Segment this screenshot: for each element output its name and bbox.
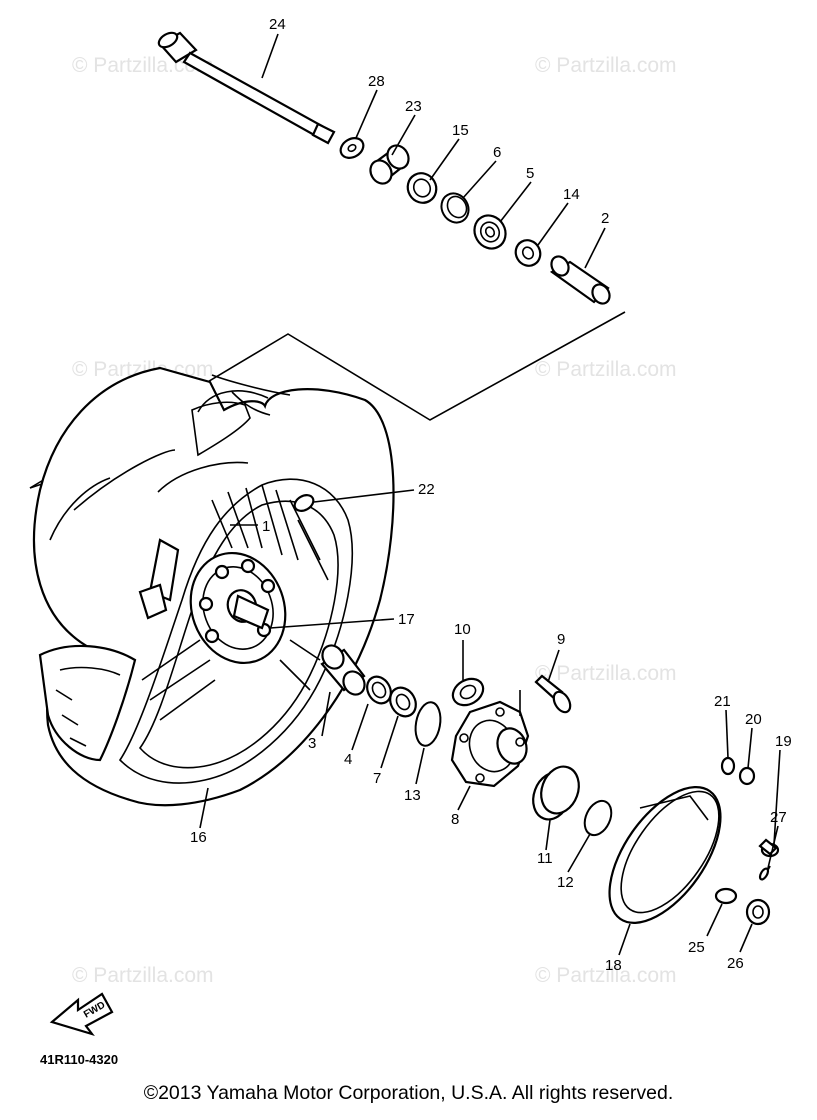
valve-22 [293, 494, 315, 512]
nut-20 [738, 766, 756, 786]
bearing-11 [532, 765, 580, 821]
nut-26 [745, 898, 771, 926]
leader-lines [199, 33, 781, 956]
callout-1: 1 [262, 518, 270, 535]
bearing-5 [473, 214, 507, 250]
part-callouts: 24 28 23 15 6 5 14 2 22 1 17 10 9 3 4 7 … [190, 16, 792, 974]
callout-15: 15 [452, 122, 469, 139]
plain-washer-21 [720, 756, 736, 776]
watermark-2: © Partzilla.com [535, 54, 677, 77]
callout-25: 25 [688, 939, 705, 956]
callout-19: 19 [775, 733, 792, 750]
o-ring-13 [414, 701, 442, 747]
collar-28 [339, 137, 365, 159]
callout-23: 23 [405, 98, 422, 115]
watermark-4: © Partzilla.com [535, 358, 677, 381]
watermark-6: © Partzilla.com [535, 662, 677, 685]
bolt-19 [758, 838, 780, 858]
watermark-8: © Partzilla.com [535, 964, 677, 987]
callout-5: 5 [526, 165, 534, 182]
callout-22: 22 [418, 481, 435, 498]
callout-17: 17 [398, 611, 415, 628]
callout-3: 3 [308, 735, 316, 752]
callout-24: 24 [269, 16, 286, 33]
callout-8: 8 [451, 811, 459, 828]
callout-13: 13 [404, 787, 421, 804]
oil-seal-7 [389, 686, 417, 718]
callout-27: 27 [770, 809, 787, 826]
callout-6: 6 [493, 144, 501, 161]
callout-9: 9 [557, 631, 565, 648]
callout-20: 20 [745, 711, 762, 728]
callout-11: 11 [537, 850, 553, 867]
collar-14 [514, 239, 542, 267]
callout-12: 12 [557, 874, 574, 891]
wheel-rim-1 [118, 478, 353, 784]
wheel-hub [138, 538, 287, 665]
forward-arrow-icon: FWD [49, 992, 114, 1037]
spacer-2 [549, 255, 611, 305]
callout-26: 26 [727, 955, 744, 972]
spacer-3 [320, 644, 366, 696]
bolt-9 [534, 674, 572, 714]
copyright-notice: ©2013 Yamaha Motor Corporation, U.S.A. A… [143, 1082, 674, 1104]
plain-washer-25 [714, 887, 738, 905]
watermark-7: © Partzilla.com [72, 964, 214, 987]
callout-21: 21 [714, 693, 731, 710]
rear-axle [157, 31, 336, 145]
callout-10: 10 [454, 621, 471, 638]
brake-shoe-plate-18 [608, 786, 722, 924]
collar-10 [451, 677, 485, 707]
callout-2: 2 [601, 210, 609, 227]
callout-4: 4 [344, 751, 352, 768]
watermarks: © Partzilla.com © Partzilla.com © Partzi… [72, 54, 677, 987]
spacer-23 [369, 144, 410, 185]
callout-7: 7 [373, 770, 381, 787]
callout-14: 14 [563, 186, 580, 203]
circlip-6 [440, 192, 470, 224]
callout-16: 16 [190, 829, 207, 846]
diagram-code: 41R110-4320 [40, 1052, 118, 1067]
cotter-pin-27 [758, 865, 771, 881]
bearing-4 [366, 675, 392, 705]
circlip-12 [583, 799, 613, 837]
oil-seal-15 [406, 172, 438, 204]
callout-28: 28 [368, 73, 385, 90]
clutch-hub-8 [450, 700, 530, 788]
callout-18: 18 [605, 957, 622, 974]
